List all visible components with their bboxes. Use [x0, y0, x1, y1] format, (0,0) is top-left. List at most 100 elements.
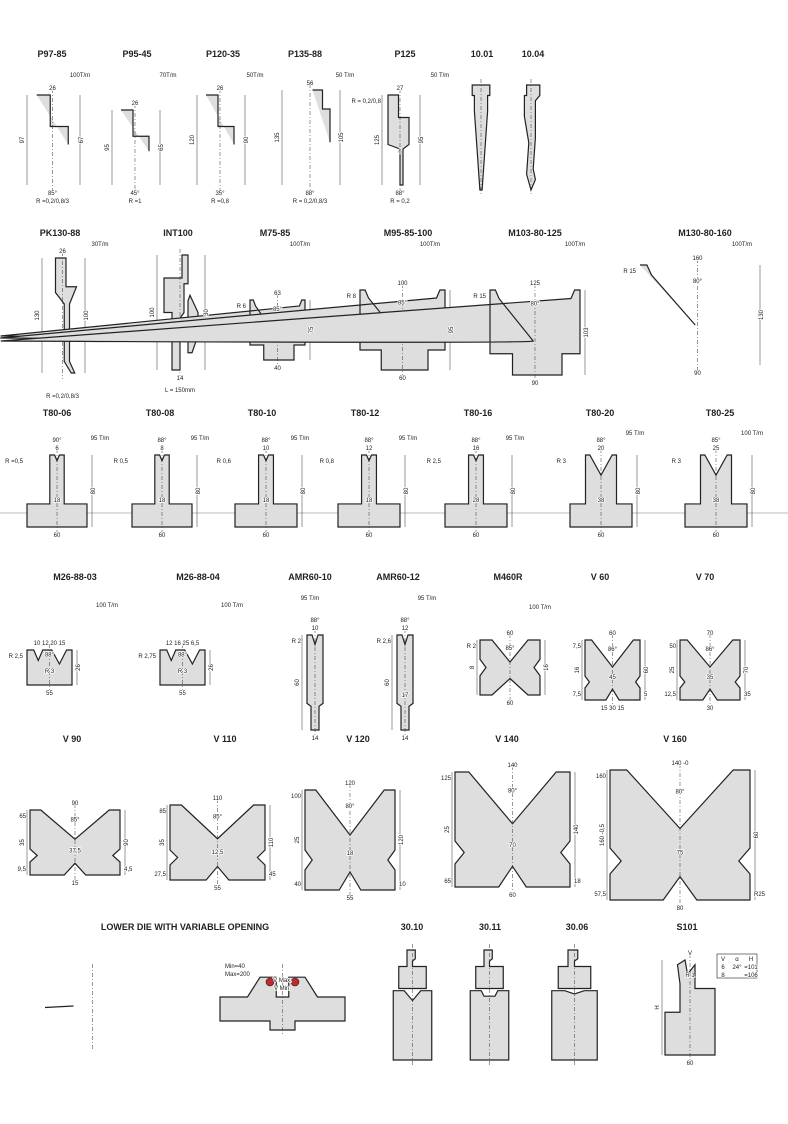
dimension-label: 20	[598, 446, 605, 452]
tool-title: 30.06	[566, 922, 589, 932]
dimension-label: 45	[269, 872, 276, 878]
dimension-label: 25	[670, 666, 676, 673]
vardie-profile	[44, 1005, 74, 1009]
dimension-label: 60	[509, 893, 516, 899]
dimension-label: 130	[759, 309, 765, 320]
tonnage-label: 95 T/m	[301, 596, 320, 602]
tool-v-110	[166, 799, 271, 886]
tonnage-label: 95 T/m	[291, 436, 310, 442]
dimension-label: R 3	[45, 669, 55, 675]
dimension-label: 75	[309, 326, 315, 333]
tonnage-label: 50T/m	[246, 73, 263, 79]
dimension-label: Max=200	[225, 972, 251, 978]
dimension-label: R = 0,2/0,8	[351, 99, 381, 105]
tool-title: 10.01	[471, 49, 494, 59]
dimension-label: 60	[295, 679, 301, 686]
dimension-label: 80	[636, 487, 642, 494]
dimension-label: 9,5	[18, 867, 27, 873]
dimension-label: 26	[209, 664, 215, 671]
dimension-label: 85°	[711, 438, 721, 444]
dimension-label: 57,5	[594, 892, 606, 898]
dimension-label: R 3	[672, 459, 682, 465]
tool-title: T80-12	[351, 408, 380, 418]
dimension-label: 90	[72, 801, 79, 807]
tool-10-04	[523, 79, 541, 196]
int-profile	[163, 254, 199, 371]
tool-title: T80-08	[146, 408, 175, 418]
dimension-label: 80°	[508, 789, 518, 795]
dimension-label: 12,5	[212, 850, 224, 856]
tool-p95-45	[111, 104, 161, 191]
tool-title: 30.10	[401, 922, 424, 932]
dimension-label: 35	[744, 692, 751, 698]
tool-title: PK130-88	[40, 228, 81, 238]
dimension-label: 14	[402, 736, 409, 742]
dimension-label: R =1	[129, 199, 143, 205]
dimension-label: R 0,8	[320, 459, 335, 465]
sword2-profile	[523, 84, 541, 192]
dimension-label: 65	[444, 879, 451, 885]
dimension-label: 18	[159, 498, 166, 504]
dimension-label: 80	[196, 487, 202, 494]
tool-title: T80-06	[43, 408, 72, 418]
dimension-label: 10 12 20 15	[34, 641, 66, 647]
dimension-label: 60	[507, 701, 514, 707]
tool-title: P95-45	[122, 49, 151, 59]
dimension-label: 60	[54, 533, 61, 539]
dimension-label: R 0,5	[114, 459, 129, 465]
dimension-label: 160	[596, 774, 607, 780]
dimension-label: 27	[397, 86, 404, 92]
dimension-label: 80	[404, 487, 410, 494]
tool-m103-80-125	[0, 284, 586, 381]
dimension-label: 60	[754, 831, 760, 838]
tool-10-01	[471, 79, 491, 196]
dimension-label: 125	[441, 776, 452, 782]
tool-title: P125	[394, 49, 415, 59]
tool-v-70	[676, 634, 746, 706]
tool-amr60-12	[391, 629, 414, 736]
dimension-label: V Max.	[273, 978, 292, 984]
tool-t80-08	[131, 449, 198, 533]
dimension-label: 100	[84, 310, 90, 321]
dimension-label: 25	[295, 836, 301, 843]
tonnage-label: 70T/m	[159, 73, 176, 79]
dimension-label: R 15	[473, 294, 486, 300]
dimension-label: 88°	[261, 438, 271, 444]
dimension-label: 60	[609, 631, 616, 637]
tool-title: M103-80-125	[508, 228, 562, 238]
dimension-label: 88°	[178, 652, 188, 658]
dimension-label: R 2	[467, 644, 477, 650]
tool-title: V 90	[63, 734, 82, 744]
tool-title: V 70	[696, 572, 715, 582]
punch-profile	[121, 109, 150, 152]
dimension-label: R 3	[178, 669, 188, 675]
dimension-label: 10	[312, 626, 319, 632]
dimension-label: 25	[445, 826, 451, 833]
dimension-label: 80	[301, 487, 307, 494]
dimension-label: 140	[574, 824, 580, 835]
dimension-label: 55	[347, 896, 354, 902]
tonnage-label: 100T/m	[732, 242, 752, 248]
tool-v-90	[26, 804, 126, 881]
dimension-label: 100	[397, 281, 408, 287]
dimension-label: 50	[669, 644, 676, 650]
dimension-label: 12 16 25 6,5	[166, 641, 200, 647]
dimension-label: 26	[49, 86, 56, 92]
tool-title: M75-85	[260, 228, 291, 238]
tool-title: M460R	[493, 572, 523, 582]
dimension-label: 60	[385, 679, 391, 686]
dimension-label: 26	[217, 86, 224, 92]
tool-title: AMR60-10	[288, 572, 332, 582]
dimension-label: 16	[544, 664, 550, 671]
dimension-label: 38	[598, 498, 605, 504]
dimension-label: 60	[644, 666, 650, 673]
tonnage-label: 100 T/m	[96, 603, 118, 609]
dimension-label: 60	[507, 631, 514, 637]
table-cell: H	[749, 957, 753, 963]
dimension-label: 88°	[400, 618, 410, 624]
dimension-label: 100	[291, 794, 302, 800]
dimension-label: 18	[347, 851, 354, 857]
tool-t80-20	[569, 449, 638, 533]
dimension-label: 88°	[471, 438, 481, 444]
punch2-profile	[312, 89, 331, 143]
